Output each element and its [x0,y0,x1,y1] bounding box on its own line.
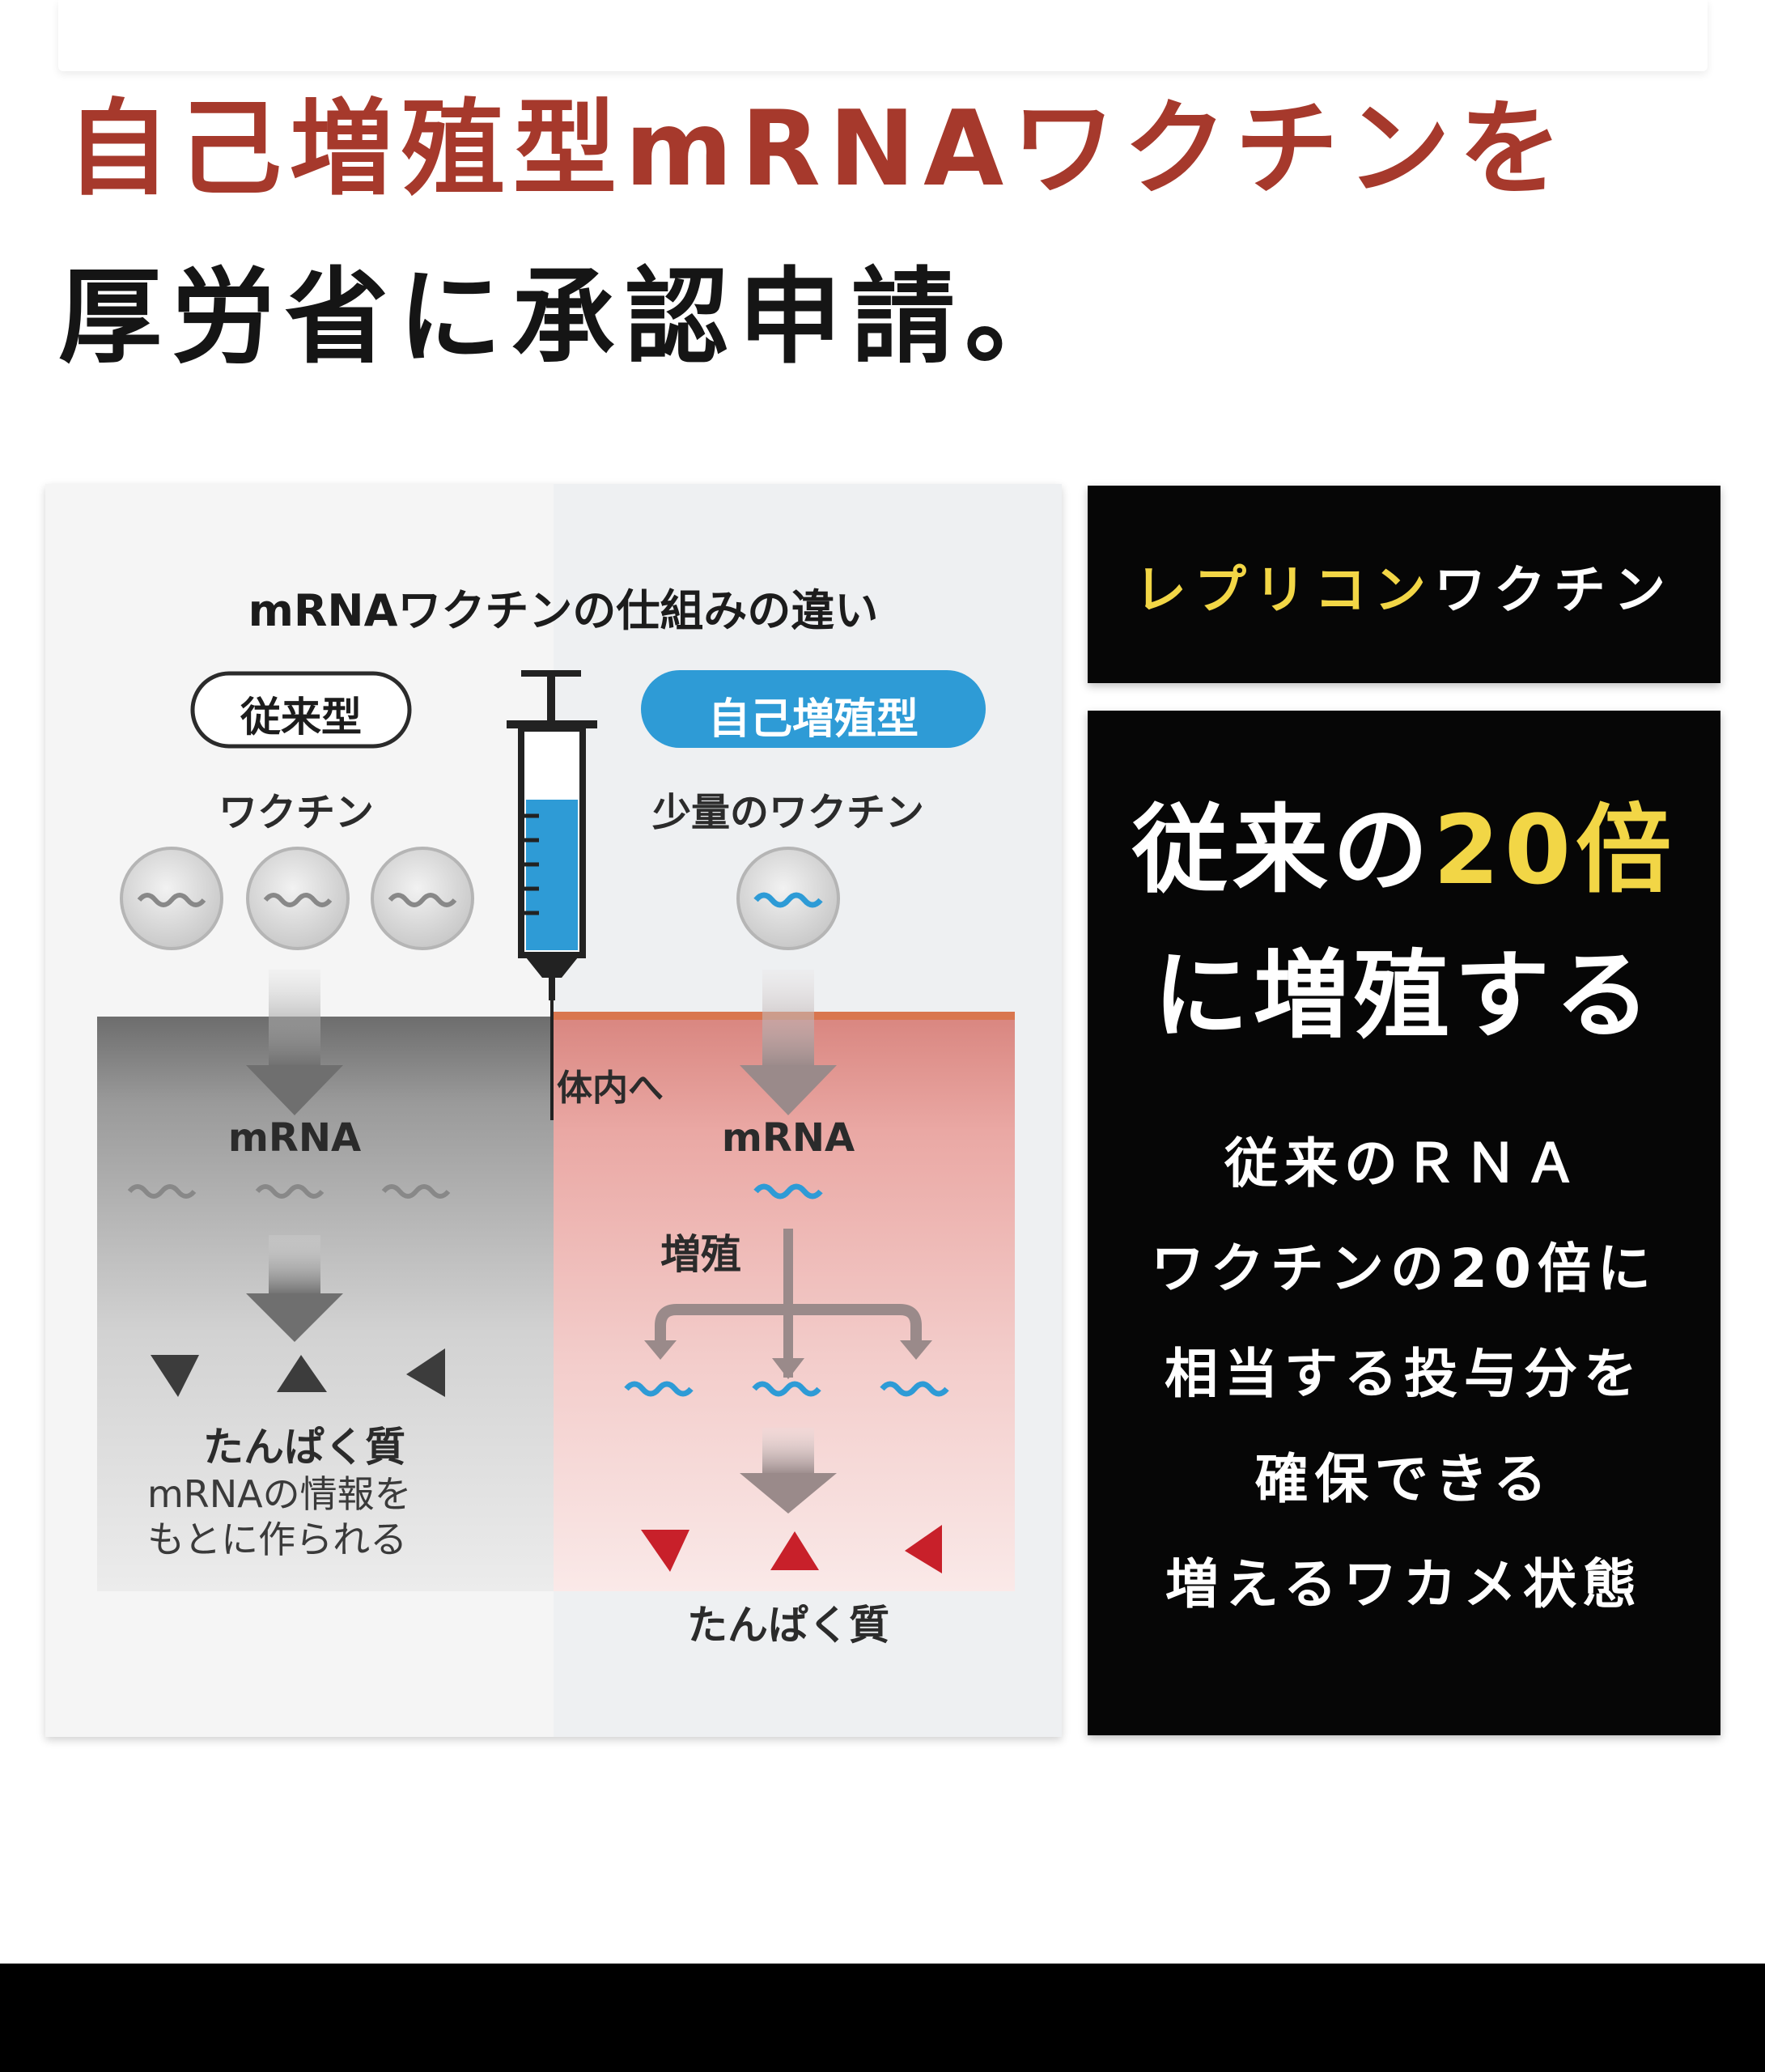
replicon-label: レプリコン [1135,561,1434,621]
conventional-label: 従来の [1131,794,1433,906]
replicon-vaccine-title: レプリコンワクチン [1088,549,1720,623]
mrna-mechanism-diagram: mRNAワクチンの仕組みの違い 従来型 自己増殖型 ワクチン 少量のワクチン 体… [45,484,1062,1737]
twenty-times-label: 20倍 [1432,794,1677,906]
replicon-vaccine-box: レプリコンワクチン [1088,486,1720,683]
protein-note-line-2: もとに作られる [147,1518,408,1561]
mrna-label-right: mRNA [721,1115,855,1161]
protein-note-line-1: mRNAの情報を [147,1472,412,1516]
arrows-self-amplifying [644,970,932,1514]
into-body-label: 体内へ [557,1068,664,1109]
amplification-body-line: 増えるワカメ状態 [1165,1553,1644,1616]
vaccine-label: ワクチン [1434,561,1674,621]
mrna-strands-right [624,1183,949,1397]
arrows-conventional [246,970,343,1342]
tag-conventional-label: 従来型 [240,694,362,741]
proteins-left [151,1348,445,1397]
vaccine-label-right: 少量のワクチン [651,790,924,835]
protein-label-right: たんぱく質 [687,1602,889,1649]
syringe-icon [507,670,597,1120]
vaccine-particle-right [736,847,840,950]
tag-conventional [190,671,412,749]
amplification-body-line: 従来のＲＮＡ [1224,1132,1584,1195]
vaccine-particles-left [120,847,474,950]
mrna-strands-left [127,1184,451,1199]
replicate-label: 増殖 [660,1231,741,1278]
amplification-body-line: ワクチンの20倍に [1151,1238,1657,1300]
amplification-headline-1: 従来の20倍 [1088,772,1720,911]
amplification-box: 従来の20倍 に増殖する 従来のＲＮＡ ワクチンの20倍に 相当する投与分を 確… [1088,711,1720,1735]
amplification-headline-2: に増殖する [1152,940,1655,1051]
amplification-body-line: 相当する投与分を [1165,1343,1644,1405]
bottom-bar [0,1964,1765,2072]
tag-self-amplifying-label: 自己増殖型 [707,695,919,744]
vaccine-label-left: ワクチン [218,790,374,835]
amplification-body-line: 確保できる [1254,1448,1554,1510]
diagram-graphics [97,484,1062,1737]
tag-self-amplifying [641,670,986,748]
diagram-title: mRNAワクチンの仕組みの違い [248,585,879,636]
top-card [58,0,1708,71]
proteins-right [641,1525,942,1573]
protein-label-left: たんぱく質 [203,1424,405,1471]
mrna-label-left: mRNA [227,1115,362,1161]
headline-line-1: 自己増殖型mRNAワクチンを [66,89,1571,210]
headline-line-2: 厚労省に承認申請。 [58,257,1079,378]
